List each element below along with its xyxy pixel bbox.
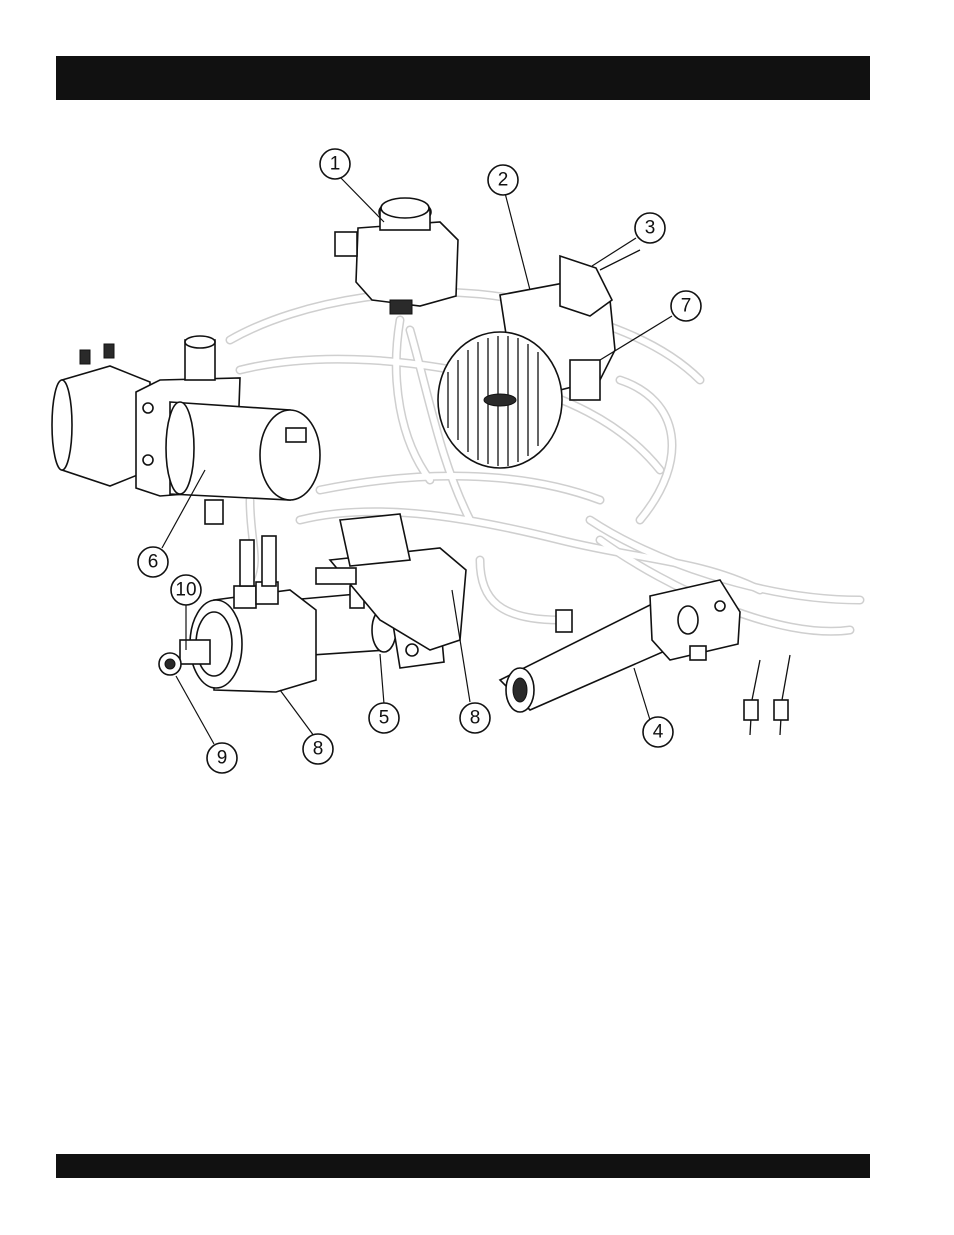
callout-9-label: 9 [217,748,228,769]
hydraulic-motor-part [159,536,316,692]
callout-2-label: 2 [498,170,509,191]
callout-3: 3 [635,213,665,243]
callout-3-label: 3 [645,218,656,239]
callout-8b-label: 8 [313,739,324,760]
callout-4-label: 4 [653,722,664,743]
callout-8b: 8 [303,734,333,764]
callout-8a-label: 8 [470,708,481,729]
engine-part [438,250,640,468]
callout-5: 5 [369,703,399,733]
callout-6-label: 6 [148,552,159,573]
callout-1-label: 1 [330,154,341,175]
callout-7: 7 [671,291,701,321]
callout-5-label: 5 [379,708,390,729]
callout-10-label: 10 [175,580,196,601]
callout-9: 9 [207,743,237,773]
callout-8a: 8 [460,703,490,733]
lift-cylinder-part [500,580,740,712]
callout-4: 4 [643,717,673,747]
callout-7-label: 7 [681,296,692,317]
callout-6: 6 [138,547,168,577]
callout-10: 10 [171,575,201,605]
callout-2: 2 [488,165,518,195]
callout-1: 1 [320,149,350,179]
